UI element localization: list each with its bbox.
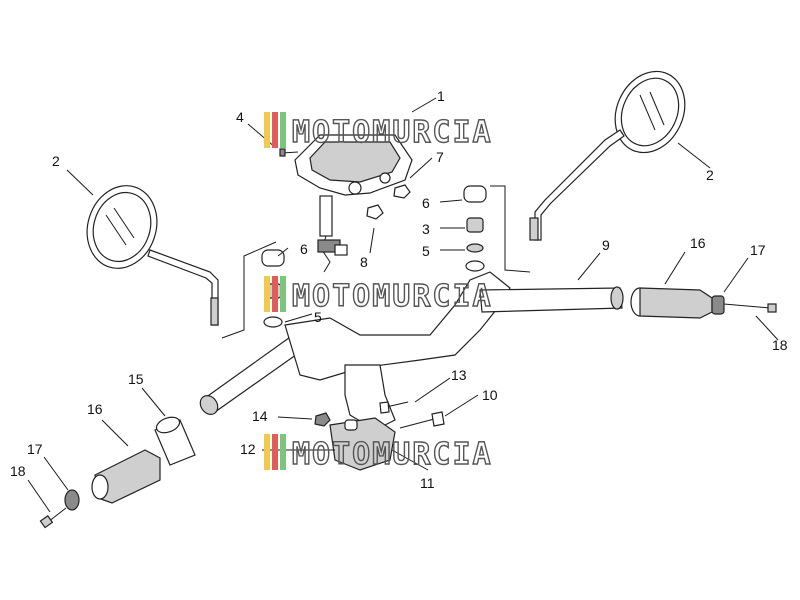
nut-7[interactable]	[393, 184, 411, 199]
part-label-6-right: 6	[422, 195, 430, 211]
part-label-10: 10	[482, 387, 498, 403]
left-grip[interactable]	[39, 414, 196, 529]
part-label-16-right: 16	[690, 235, 706, 251]
watermark-text: MOTOMURCIA	[292, 279, 493, 314]
watermark-bottom: MOTOMURCIA	[264, 434, 493, 473]
screw-4[interactable]	[279, 148, 299, 157]
part-label-7: 7	[436, 149, 444, 165]
part-label-15: 15	[128, 371, 144, 387]
instrument-cluster[interactable]	[294, 134, 413, 273]
bolt-13[interactable]	[379, 401, 409, 414]
right-mirror[interactable]	[529, 60, 698, 241]
part-label-2-left: 2	[52, 153, 60, 169]
nut-8[interactable]	[366, 204, 384, 220]
watermark-text: MOTOMURCIA	[292, 437, 493, 472]
part-label-13: 13	[451, 367, 467, 383]
part-label-5-right: 5	[422, 243, 430, 259]
part-label-3: 3	[422, 221, 430, 237]
part-label-18-left: 18	[10, 463, 26, 479]
right-bushing-stack[interactable]	[463, 185, 531, 273]
part-label-6-left: 6	[300, 241, 308, 257]
part-label-18-right: 18	[772, 337, 788, 353]
part-label-9: 9	[602, 237, 610, 253]
part-label-12: 12	[240, 441, 256, 457]
part-label-17-left: 17	[27, 441, 43, 457]
part-label-17-right: 17	[750, 242, 766, 258]
left-mirror[interactable]	[77, 177, 219, 326]
part-labels: 1 2 2 3 4 5 5 6 6 7 8 9 10 11 12 13 14 1…	[10, 88, 788, 491]
watermark-middle: MOTOMURCIA	[264, 276, 493, 315]
clamp-bracket[interactable]	[329, 417, 396, 471]
part-label-11: 11	[420, 475, 435, 491]
watermark-text: MOTOMURCIA	[292, 115, 493, 150]
part-label-16-left: 16	[87, 401, 103, 417]
nut-14[interactable]	[314, 412, 331, 427]
watermark-top: MOTOMURCIA	[264, 112, 493, 151]
right-grip[interactable]	[630, 287, 777, 319]
part-label-1: 1	[437, 88, 445, 104]
part-label-2-right: 2	[706, 167, 714, 183]
handlebar[interactable]	[197, 271, 624, 431]
part-label-8: 8	[360, 254, 368, 270]
part-label-14: 14	[252, 408, 268, 424]
bolt-10[interactable]	[399, 411, 445, 429]
part-label-5-left: 5	[314, 309, 322, 325]
part-label-4: 4	[236, 109, 244, 125]
